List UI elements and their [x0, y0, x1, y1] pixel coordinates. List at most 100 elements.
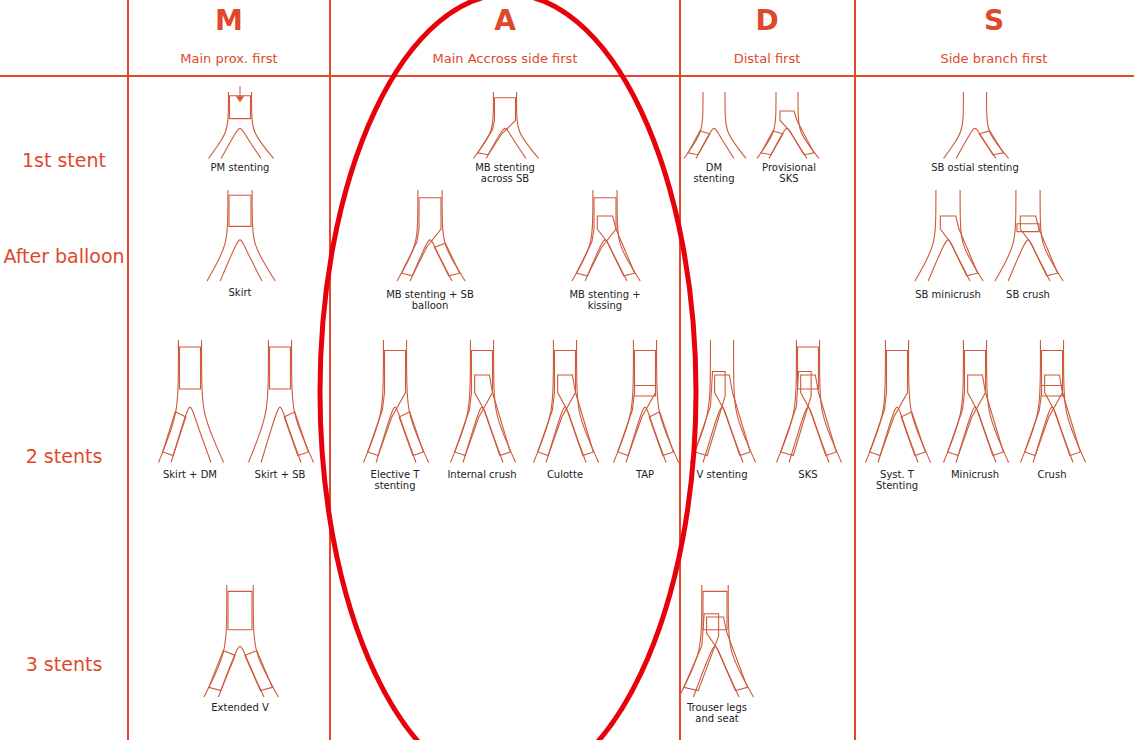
vessel-wall	[789, 407, 829, 462]
vessel-wall	[1021, 340, 1041, 463]
arrow-head	[237, 97, 243, 102]
bifurcation-figure	[204, 585, 278, 697]
figure-caption: MB stenting across SB	[465, 162, 545, 184]
figure-caption: DM stenting	[686, 162, 742, 184]
vessel-wall	[474, 92, 494, 159]
vessel-wall	[956, 128, 996, 158]
vessel-wall	[866, 340, 886, 463]
stent-outline	[597, 216, 634, 276]
stent-outline	[695, 372, 725, 456]
bifurcation-figure	[679, 585, 753, 697]
vessel-wall	[221, 128, 261, 158]
figure-caption: Crush	[1024, 469, 1080, 480]
vessel-wall	[693, 646, 739, 697]
stent-outline	[209, 651, 235, 691]
stent-outline	[781, 372, 811, 456]
stent-outline	[715, 375, 751, 456]
vessel-wall	[253, 585, 278, 697]
stent-outline	[538, 351, 576, 456]
stent-outline	[163, 412, 186, 456]
stent-outline	[1025, 351, 1063, 456]
bifurcation-figure	[944, 340, 1009, 463]
vessel-wall	[171, 407, 211, 462]
column-title: Distal first	[682, 52, 852, 66]
bifurcation-figure	[207, 190, 275, 281]
stent-outline	[940, 216, 977, 276]
vessel-wall	[159, 340, 179, 463]
vessel-wall	[486, 128, 526, 158]
bifurcation-figure	[572, 190, 640, 281]
figure-caption: Provisional SKS	[754, 162, 824, 184]
figure-caption: SB minicrush	[913, 289, 983, 300]
vessel-wall	[769, 128, 807, 158]
bifurcation-figure	[866, 340, 931, 463]
bifurcation-figure	[364, 340, 429, 463]
bifurcation-figure	[249, 340, 314, 463]
column-letter: M	[134, 6, 324, 37]
vessel-wall	[915, 190, 936, 281]
vessel-wall	[1033, 407, 1073, 462]
vessel-wall	[376, 407, 416, 462]
figure-caption: Elective T stenting	[358, 469, 432, 491]
figure-caption: Syst. T Stenting	[864, 469, 930, 491]
stent-outline	[368, 351, 406, 456]
bifurcation-figure	[777, 340, 842, 463]
row-label: 1st stent	[3, 150, 125, 171]
figure-caption: Extended V	[200, 702, 280, 713]
figure-caption: Internal crush	[447, 469, 517, 480]
stent-outline	[434, 243, 459, 275]
stent-outline	[688, 131, 710, 155]
bifurcation-figure	[915, 190, 983, 281]
stent-outline	[270, 347, 291, 389]
vessel-wall	[209, 92, 229, 159]
column-letter: S	[859, 6, 1129, 37]
vessel-wall	[728, 585, 753, 697]
vessel-wall	[944, 340, 964, 463]
bifurcation-figure	[474, 92, 539, 159]
stent-outline	[399, 412, 423, 456]
bifurcation-figure	[1021, 340, 1086, 463]
row-label: After balloon	[3, 246, 125, 267]
highlight-ellipse	[320, 0, 696, 740]
bifurcation-figure	[451, 340, 516, 463]
bifurcation-figure	[684, 92, 746, 159]
vessel-wall	[626, 407, 666, 462]
stent-outline	[475, 375, 511, 456]
stent-outline	[761, 131, 783, 155]
stent-outline	[180, 347, 201, 389]
vessel-wall	[956, 407, 996, 462]
stent-outline	[635, 386, 656, 397]
vessel-wall	[463, 407, 503, 462]
stent-outline	[245, 651, 273, 691]
figure-caption: Skirt + SB	[252, 469, 308, 480]
row-label: 2 stents	[3, 446, 125, 467]
vessel-wall	[261, 407, 301, 462]
vessel-wall	[679, 585, 702, 697]
vessel-wall	[696, 128, 734, 158]
vessel-wall	[928, 240, 970, 281]
vessel-wall	[777, 340, 797, 463]
stent-outline	[1017, 224, 1039, 232]
figure-caption: MB stenting + kissing	[560, 289, 650, 311]
stent-outline	[284, 412, 308, 456]
stent-outline	[229, 195, 251, 226]
vessel-wall	[878, 407, 918, 462]
column-letter: A	[335, 6, 675, 37]
figure-caption: Skirt	[210, 287, 270, 298]
figure-caption: Minicrush	[940, 469, 1010, 480]
column-title: Main prox. first	[131, 52, 327, 66]
vessel-wall	[572, 190, 593, 281]
stent-outline	[979, 131, 1003, 155]
vessel-wall	[585, 240, 627, 281]
vessel-wall	[534, 340, 554, 463]
column-title: Side branch first	[859, 52, 1129, 66]
figure-caption: MB stenting + SB balloon	[385, 289, 475, 311]
bifurcation-figure	[614, 340, 679, 463]
vessel-wall	[397, 190, 418, 281]
stent-outline	[649, 412, 673, 456]
figure-caption: SB ostial stenting	[910, 162, 1040, 173]
figure-caption: Skirt + DM	[162, 469, 218, 480]
row-label: 3 stents	[3, 654, 125, 675]
